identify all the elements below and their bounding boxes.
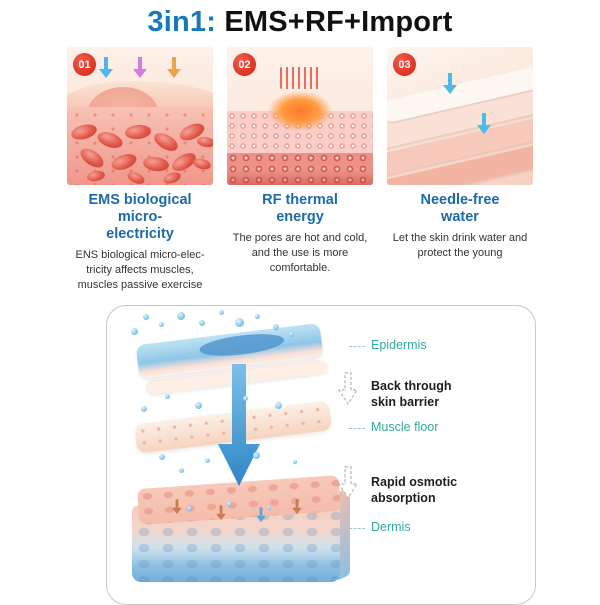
label-back-through-skin-barrier: Back through skin barrier	[371, 378, 452, 410]
down-arrow-icon	[256, 507, 266, 522]
blood-cell-icon	[109, 150, 139, 174]
water-drop-icon	[275, 401, 282, 409]
water-drop-icon	[187, 505, 192, 511]
water-drop-icon	[253, 451, 260, 459]
blood-cell-icon	[125, 169, 147, 185]
ems-arrows	[67, 57, 213, 79]
label-epidermis: Epidermis	[349, 337, 427, 352]
water-drop-icon	[227, 501, 232, 507]
step-badge-3: 03	[393, 53, 416, 76]
blood-cell-icon	[95, 128, 125, 152]
water-drop-icon	[219, 309, 224, 315]
label-muscle-floor: Muscle floor	[348, 419, 439, 434]
water-illustration: 03	[387, 47, 533, 185]
down-arrow-icon	[167, 57, 181, 79]
water-drop-icon	[255, 313, 260, 319]
label-dermis: Dermis	[349, 519, 411, 534]
water-drop-icon	[143, 313, 149, 320]
down-arrow-icon	[443, 73, 457, 95]
dashed-down-arrow-icon	[337, 466, 359, 499]
rf-heat-glow	[227, 81, 373, 141]
deep-skin-band	[227, 153, 373, 185]
blood-cell-icon	[161, 170, 183, 185]
water-drop-icon	[159, 321, 164, 327]
down-arrow-icon	[133, 57, 147, 79]
water-drop-icon	[205, 457, 210, 463]
water-drop-icon	[131, 327, 138, 335]
panel-body: Let the skin drink water and protect the…	[392, 232, 528, 260]
title-main: EMS+RF+Import	[216, 6, 453, 38]
blood-cell-icon	[77, 144, 107, 172]
panel-body: ENS biological micro-elec-tricity affect…	[75, 249, 205, 292]
panel-heading: Needle-free water	[420, 192, 500, 226]
label-rapid-osmotic-absorption: Rapid osmotic absorption	[371, 474, 458, 506]
step-badge-2: 02	[233, 53, 256, 76]
ems-illustration: 01	[67, 47, 213, 185]
water-drop-icon	[177, 311, 185, 320]
water-drop-icon	[235, 317, 244, 327]
water-drop-icon	[141, 405, 147, 412]
panel-heading: RF thermal energy	[262, 192, 338, 226]
blood-cell-icon	[124, 123, 152, 141]
panel-body: The pores are hot and cold, and the use …	[232, 232, 368, 274]
dashed-down-arrow-icon	[337, 372, 359, 405]
water-drop-icon	[243, 395, 248, 401]
panel-rf: 02 RF thermal energy The pores are hot a…	[227, 47, 373, 293]
down-arrow-icon	[99, 57, 113, 79]
big-down-arrow-icon	[218, 363, 260, 486]
dermis-cube	[132, 474, 350, 584]
feature-panels: 01 EMS biological micro-electricity ENS …	[0, 47, 600, 293]
water-drop-icon	[165, 393, 170, 399]
water-drop-icon	[293, 459, 297, 464]
blood-cell-icon	[192, 156, 212, 172]
water-drop-icon	[179, 467, 184, 473]
title-highlight: 3in1:	[147, 6, 217, 38]
down-arrow-icon	[172, 499, 182, 514]
water-drop-icon	[267, 505, 271, 510]
water-drop-icon	[289, 331, 294, 337]
absorption-diagram: Epidermis Back through skin barrier Musc…	[106, 304, 536, 605]
water-drop-icon	[273, 323, 279, 330]
blood-cell-icon	[142, 155, 170, 173]
dermis-cells-area	[67, 107, 213, 185]
blood-cell-icon	[151, 129, 181, 155]
page-title: 3in1: EMS+RF+Import	[0, 0, 600, 39]
water-drop-icon	[195, 401, 202, 409]
down-arrow-icon	[216, 505, 226, 520]
blood-cell-icon	[196, 135, 213, 149]
blood-cell-icon	[69, 121, 99, 143]
water-drop-icon	[159, 453, 165, 460]
water-drop-icon	[199, 319, 205, 326]
down-arrow-icon	[292, 499, 302, 514]
panel-ems: 01 EMS biological micro-electricity ENS …	[67, 47, 213, 293]
panel-heading: EMS biological micro-electricity	[88, 192, 192, 243]
panel-water: 03 Needle-free water Let the skin drink …	[387, 47, 533, 293]
step-badge-1: 01	[73, 53, 96, 76]
rf-illustration: 02	[227, 47, 373, 185]
blood-cell-icon	[86, 169, 106, 183]
down-arrow-icon	[477, 113, 491, 135]
